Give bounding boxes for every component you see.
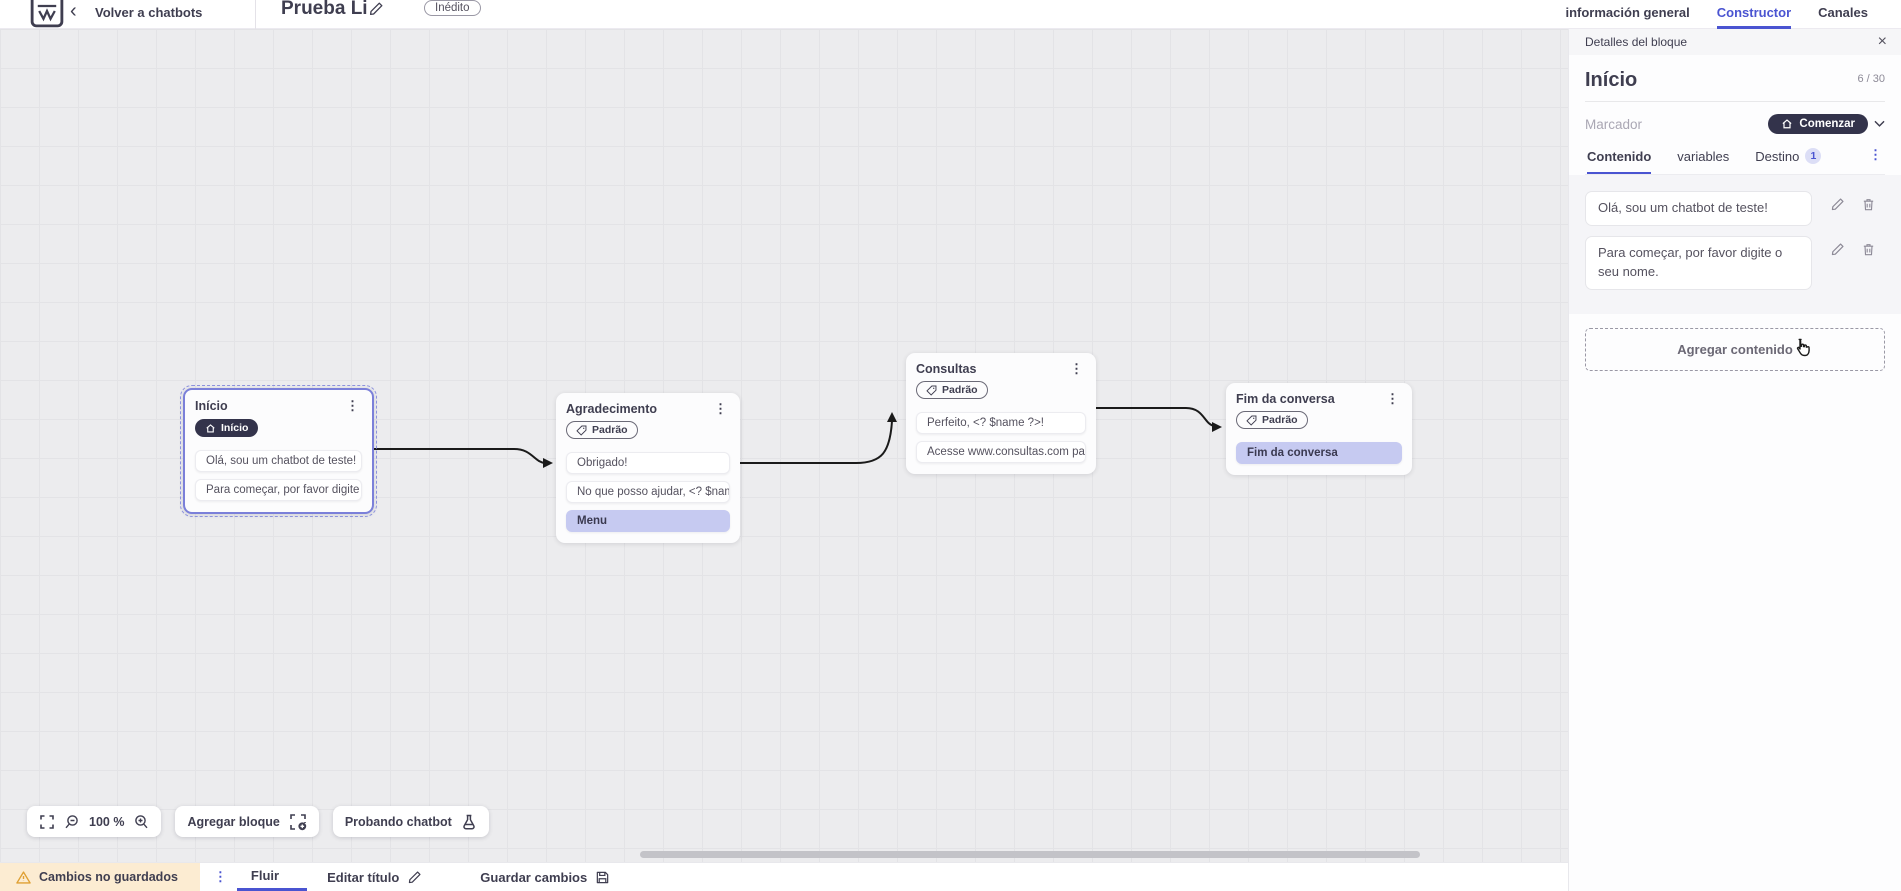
chatbot-title: Prueba Li bbox=[281, 0, 368, 19]
zoom-level: 100 % bbox=[89, 814, 125, 829]
topbar-divider bbox=[255, 0, 256, 29]
app-logo-icon bbox=[30, 0, 64, 28]
canvas-toolbar: 100 % Agregar bloque Probando chatbot bbox=[27, 806, 489, 837]
block-name[interactable]: Início bbox=[1585, 69, 1638, 91]
content-row: Para começar, por favor digite o seu nom… bbox=[1585, 235, 1885, 290]
home-icon bbox=[1782, 119, 1792, 129]
add-block-icon bbox=[290, 813, 307, 830]
edit-title-button[interactable]: Editar título bbox=[307, 863, 442, 891]
topbar-tabs: información general Constructor Canales bbox=[1565, 0, 1868, 29]
back-to-chatbots-link[interactable]: Volver a chatbots bbox=[95, 5, 203, 20]
horizontal-scrollbar[interactable] bbox=[640, 851, 1420, 858]
node-message-item[interactable]: Para começar, por favor digite o ... bbox=[195, 478, 362, 501]
add-content-button[interactable]: Agregar contenido bbox=[1585, 327, 1885, 371]
node-message-item[interactable]: Acesse www.consultas.com par... bbox=[916, 440, 1086, 463]
node-type-badge: Padrão bbox=[566, 421, 638, 439]
status-badge: Inédito bbox=[424, 0, 481, 16]
node-message-item[interactable]: Olá, sou um chatbot de teste! bbox=[195, 449, 362, 472]
node-consultas[interactable]: Consultas ⋮ Padrão Perfeito, <? $name ?>… bbox=[906, 353, 1096, 474]
save-changes-button[interactable]: Guardar cambios bbox=[460, 863, 630, 891]
node-type-badge: Início bbox=[195, 419, 259, 437]
arrowhead-icon bbox=[1212, 422, 1222, 432]
divider bbox=[1585, 101, 1885, 102]
top-bar: ‹ Volver a chatbots Prueba Li Inédito in… bbox=[0, 0, 1901, 29]
tab-fluir[interactable]: Fluir bbox=[236, 863, 308, 891]
node-message-item[interactable]: Perfeito, <? $name ?>! bbox=[916, 411, 1086, 434]
add-block-label: Agregar bloque bbox=[187, 814, 280, 829]
content-row: Olá, sou um chatbot de teste! bbox=[1585, 191, 1885, 226]
marker-select[interactable]: Comenzar bbox=[1768, 114, 1868, 134]
flow-canvas[interactable]: Início ⋮ Início Olá, sou um chatbot de t… bbox=[0, 29, 1568, 862]
node-end-item[interactable]: Fim da conversa bbox=[1236, 441, 1402, 464]
zoom-out-icon[interactable] bbox=[64, 814, 80, 830]
node-menu-kebab-icon[interactable]: ⋮ bbox=[714, 401, 727, 416]
back-chevron-icon[interactable]: ‹ bbox=[70, 0, 77, 22]
save-floppy-icon bbox=[596, 871, 609, 884]
add-block-button[interactable]: Agregar bloque bbox=[175, 806, 319, 837]
node-title: Agradecimento bbox=[566, 402, 657, 416]
chevron-down-icon[interactable] bbox=[1874, 120, 1885, 128]
tag-icon bbox=[576, 425, 587, 436]
close-icon[interactable]: × bbox=[1877, 33, 1887, 50]
flask-icon bbox=[463, 814, 475, 829]
edit-pencil-icon[interactable] bbox=[1830, 242, 1845, 257]
arrowhead-icon bbox=[887, 412, 897, 422]
content-section: Olá, sou um chatbot de teste! Para começ… bbox=[1569, 175, 1901, 314]
tab-contenido[interactable]: Contenido bbox=[1587, 149, 1652, 174]
node-agradecimento[interactable]: Agradecimento ⋮ Padrão Obrigado! No que … bbox=[556, 393, 740, 543]
arrowhead-icon bbox=[543, 458, 553, 468]
delete-trash-icon[interactable] bbox=[1861, 197, 1876, 212]
node-title: Consultas bbox=[916, 362, 977, 376]
node-menu-kebab-icon[interactable]: ⋮ bbox=[346, 398, 359, 413]
node-menu-item[interactable]: Menu bbox=[566, 509, 730, 532]
test-chatbot-label: Probando chatbot bbox=[344, 814, 452, 829]
zoom-controls: 100 % bbox=[27, 806, 162, 837]
node-menu-kebab-icon[interactable]: ⋮ bbox=[1386, 391, 1399, 406]
content-text-card[interactable]: Olá, sou um chatbot de teste! bbox=[1585, 191, 1812, 226]
edit-title-pencil-icon[interactable] bbox=[368, 1, 384, 17]
fullscreen-icon[interactable] bbox=[39, 814, 55, 830]
bottom-bar: Cambios no guardados ⋮ Fluir Editar títu… bbox=[0, 862, 1568, 891]
tag-icon bbox=[926, 385, 937, 396]
node-title: Fim da conversa bbox=[1236, 392, 1335, 406]
char-counter: 6 / 30 bbox=[1857, 73, 1885, 85]
node-title: Início bbox=[195, 399, 228, 413]
warning-triangle-icon bbox=[16, 870, 31, 884]
node-message-item[interactable]: No que posso ajudar, <? $name ... bbox=[566, 480, 730, 503]
tab-informacion-general[interactable]: información general bbox=[1565, 5, 1690, 20]
node-type-badge: Padrão bbox=[1236, 411, 1308, 429]
panel-header: Detalles del bloque × bbox=[1569, 29, 1901, 55]
panel-tabs-kebab-icon[interactable]: ⋮ bbox=[1869, 147, 1882, 162]
edit-pencil-icon bbox=[409, 871, 421, 884]
block-details-panel: Detalles del bloque × Início 6 / 30 Marc… bbox=[1568, 29, 1901, 891]
edit-pencil-icon[interactable] bbox=[1830, 197, 1845, 212]
unsaved-changes-badge: Cambios no guardados bbox=[0, 863, 200, 891]
node-message-item[interactable]: Obrigado! bbox=[566, 451, 730, 474]
zoom-in-icon[interactable] bbox=[133, 814, 149, 830]
marker-label: Marcador bbox=[1585, 116, 1643, 132]
node-inicio[interactable]: Início ⋮ Início Olá, sou um chatbot de t… bbox=[180, 385, 377, 517]
bottombar-kebab-icon[interactable]: ⋮ bbox=[213, 869, 227, 884]
tab-canales[interactable]: Canales bbox=[1818, 5, 1868, 20]
node-type-badge: Padrão bbox=[916, 381, 988, 399]
test-chatbot-button[interactable]: Probando chatbot bbox=[332, 806, 489, 837]
tab-variables[interactable]: variables bbox=[1677, 148, 1730, 164]
node-fim-da-conversa[interactable]: Fim da conversa ⋮ Padrão Fim da conversa bbox=[1226, 383, 1412, 475]
content-text-card[interactable]: Para começar, por favor digite o seu nom… bbox=[1585, 235, 1812, 290]
panel-title: Detalles del bloque bbox=[1585, 35, 1688, 49]
destino-count-badge: 1 bbox=[1805, 148, 1822, 164]
tab-constructor[interactable]: Constructor bbox=[1716, 0, 1792, 29]
tag-icon bbox=[1246, 415, 1257, 426]
node-menu-kebab-icon[interactable]: ⋮ bbox=[1070, 361, 1083, 376]
delete-trash-icon[interactable] bbox=[1861, 242, 1876, 257]
mouse-cursor-hand-icon bbox=[1796, 338, 1810, 357]
home-icon bbox=[206, 423, 215, 432]
